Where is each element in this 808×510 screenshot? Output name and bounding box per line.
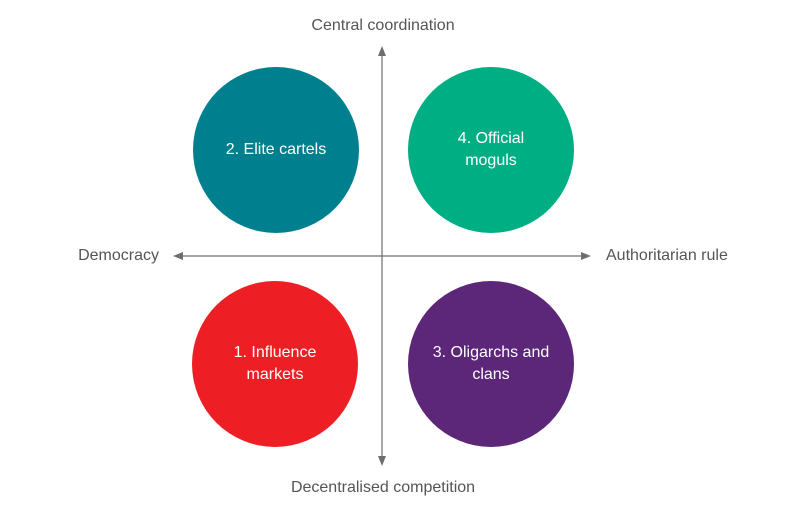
- quadrant-label-official-moguls: 4. Official moguls: [457, 130, 525, 169]
- horizontal-axis-arrow-left: [173, 252, 183, 260]
- quadrant-circle-influence-markets: 1. Influence markets: [192, 281, 358, 447]
- quadrant-circle-elite-cartels: 2. Elite cartels: [193, 67, 359, 233]
- axis-label-top: Central coordination: [311, 17, 455, 34]
- quadrant-label-oligarchs-clans: 3. Oligarchs and clans: [432, 344, 550, 383]
- quadrant-label-elite-cartels: 2. Elite cartels: [225, 141, 327, 158]
- vertical-axis-arrow-down: [378, 456, 386, 466]
- vertical-axis-arrow-up: [378, 46, 386, 56]
- axis-label-right: Authoritarian rule: [606, 247, 728, 264]
- horizontal-axis-arrow-right: [581, 252, 591, 260]
- quadrant-label-influence-markets: 1. Influence markets: [233, 344, 317, 383]
- axis-label-left: Democracy: [78, 247, 159, 264]
- quadrant-circle-official-moguls: 4. Official moguls: [408, 67, 574, 233]
- quadrant-circle-oligarchs-clans: 3. Oligarchs and clans: [408, 281, 574, 447]
- axis-label-bottom: Decentralised competition: [290, 479, 476, 496]
